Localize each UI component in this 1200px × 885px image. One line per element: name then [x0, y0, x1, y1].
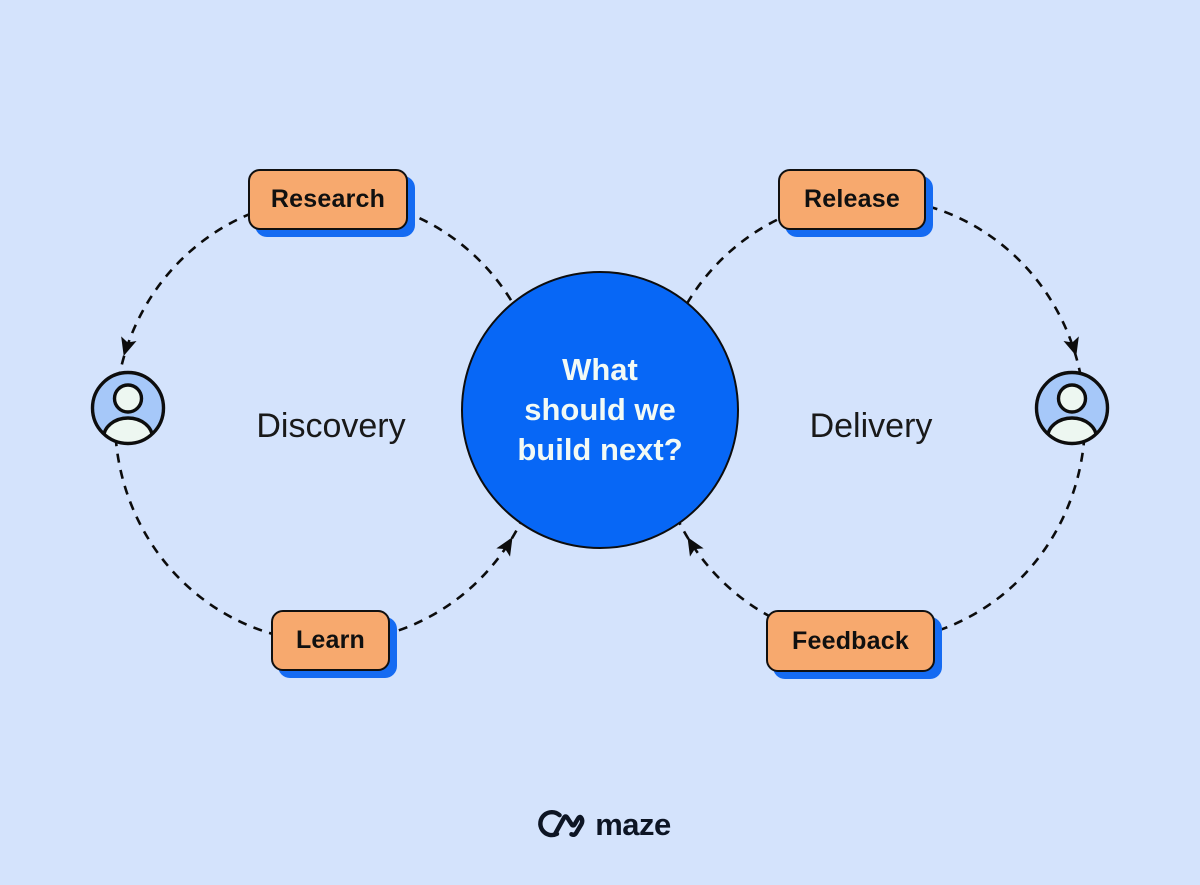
maze-logo-text: maze	[595, 806, 671, 842]
center-question-line: should we	[524, 392, 676, 427]
loop-label-discovery: Discovery	[256, 407, 406, 445]
arrowhead-icon	[496, 537, 513, 557]
center-question-line: What	[562, 352, 638, 387]
center-question-line: build next?	[517, 432, 683, 467]
badge-learn: Learn	[271, 610, 390, 671]
arrowhead-icon	[121, 336, 137, 356]
loop-label-delivery: Delivery	[809, 407, 933, 445]
badge-feedback: Feedback	[766, 610, 935, 672]
maze-logo-icon	[538, 809, 585, 838]
badge-research: Research	[248, 169, 408, 230]
arrowhead-icon	[687, 537, 704, 557]
maze-logo: maze	[0, 806, 1200, 843]
user-avatar-icon	[1034, 370, 1110, 446]
center-question-node: What should we build next?	[461, 271, 739, 549]
user-avatar-icon	[90, 370, 166, 446]
arrowhead-icon	[1063, 336, 1079, 356]
badge-release: Release	[778, 169, 926, 230]
